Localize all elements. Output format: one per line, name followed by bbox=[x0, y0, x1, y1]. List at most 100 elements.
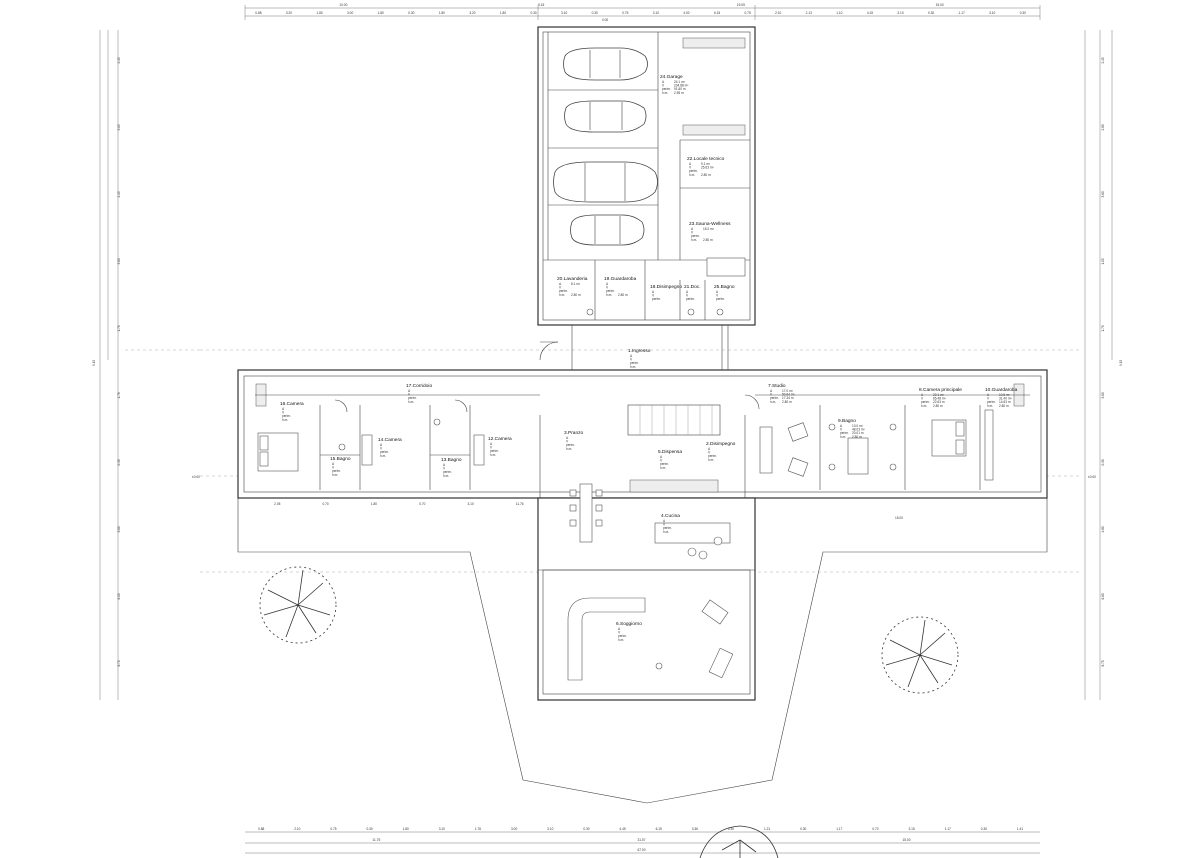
dimension-lines-bottom bbox=[245, 831, 1040, 854]
dim-left-side: 1.70 bbox=[117, 325, 121, 331]
studio-furniture bbox=[759, 422, 809, 477]
dim-right-side: 1.70 bbox=[1101, 325, 1105, 331]
room-attr-label: A bbox=[660, 455, 663, 459]
room-name: 16.Camera bbox=[280, 401, 304, 407]
room-name: 14.Camera bbox=[378, 437, 402, 443]
room-attr-label: V bbox=[559, 286, 562, 290]
room-attr-label: perim. bbox=[686, 297, 695, 301]
room-attr-value: 65.48 m³ bbox=[933, 397, 946, 401]
room-attr-label: perim. bbox=[443, 470, 452, 474]
dim-left-side: 2.15 bbox=[117, 191, 121, 197]
room-attr-value: 2.80 m bbox=[852, 435, 862, 439]
room-attr-value: 50.64 m³ bbox=[782, 393, 795, 397]
room-name: 15.Bagno bbox=[330, 456, 351, 462]
room-attr-label: perim. bbox=[840, 431, 849, 435]
room-attr-label: h.m. bbox=[630, 365, 636, 369]
room-attr-label: A bbox=[708, 447, 711, 451]
room-name: 19.Guardaroba bbox=[604, 276, 637, 282]
room-attr-label: V bbox=[770, 393, 773, 397]
room-name: 4.Cucina bbox=[661, 513, 680, 519]
room-attr-value: 22.1 m² bbox=[933, 393, 944, 397]
room-attr-label: V bbox=[380, 447, 383, 451]
dim-wing-left: 3.10 bbox=[468, 502, 474, 506]
dim-right-side: 6.80 bbox=[1101, 593, 1105, 599]
room-attr-label: perim. bbox=[606, 289, 615, 293]
room-attr-label: perim. bbox=[660, 462, 669, 466]
room-attr-label: V bbox=[716, 294, 719, 298]
dim-left-total: 9.15 bbox=[92, 360, 96, 366]
room-attr-label: perim. bbox=[708, 454, 717, 458]
room-attr-label: h.m. bbox=[559, 293, 565, 297]
dim-wing-left: 2.05 bbox=[274, 502, 280, 506]
dim-top-overall: 10.00 bbox=[339, 3, 347, 7]
dim-wing-left: 0.70 bbox=[419, 502, 425, 506]
dim-bottom-sub: 15.00 bbox=[903, 838, 911, 842]
bed-camera-14 bbox=[361, 434, 373, 466]
room-attr-value: 2.80 m bbox=[618, 293, 628, 297]
dim-top-overall: 19.05 bbox=[737, 3, 745, 7]
room-attr-label: V bbox=[652, 294, 655, 298]
room-attr-label: perim. bbox=[618, 634, 627, 638]
room-attr-value: 17.0 m² bbox=[782, 389, 793, 393]
dim-right-side: 8.70 bbox=[1101, 660, 1105, 666]
dim-bottom-detail: 3.15 bbox=[909, 827, 915, 831]
room-attr-value: 2.80 m bbox=[571, 293, 581, 297]
dim-top-detail: 2.13 bbox=[806, 11, 812, 15]
entry-passage bbox=[539, 325, 729, 375]
room-attr-label: perim. bbox=[380, 450, 389, 454]
bed-camera-16 bbox=[257, 432, 299, 472]
dim-wing-left: 1.80 bbox=[371, 502, 377, 506]
dim-top-detail: 1.80 bbox=[378, 11, 384, 15]
dim-top-detail: 3.10 bbox=[653, 11, 659, 15]
dim-bottom-detail: 1.21 bbox=[764, 827, 770, 831]
dim-top-detail: 1.17 bbox=[959, 11, 965, 15]
room-attr-label: A bbox=[663, 519, 666, 523]
tree-left bbox=[259, 566, 337, 644]
room-name: 22.Locale tecnico bbox=[687, 156, 725, 162]
room-attr-label: A bbox=[443, 463, 446, 467]
room-attr-label: perim. bbox=[987, 400, 996, 404]
room-name: 18.Disimpegno bbox=[650, 284, 682, 290]
room-attr-label: A bbox=[921, 393, 924, 397]
room-name: 25.Bagno bbox=[714, 284, 735, 290]
room-attr-label: A bbox=[606, 282, 609, 286]
dim-right-side: 2.80 bbox=[1101, 124, 1105, 130]
room-attr-label: h.m. bbox=[490, 453, 496, 457]
room-attr-value: 2.80 m bbox=[933, 404, 943, 408]
tree-bottom bbox=[699, 825, 779, 858]
room-attr-label: perim. bbox=[566, 443, 575, 447]
room-attr-label: h.m. bbox=[566, 447, 572, 451]
room-attr-label: A bbox=[408, 389, 411, 393]
dim-wing-right: 15.00 bbox=[895, 516, 903, 520]
room-attr-label: V bbox=[606, 286, 609, 290]
room-name: 20.Lavanderia bbox=[557, 276, 588, 282]
room-attr-label: perim. bbox=[652, 297, 661, 301]
bed-camera-12 bbox=[473, 434, 485, 466]
room-attr-label: V bbox=[689, 166, 692, 170]
dim-top-detail: 3.20 bbox=[469, 11, 475, 15]
room-attr-label: A bbox=[282, 407, 285, 411]
dim-top-detail: 3.10 bbox=[989, 11, 995, 15]
dim-bottom-detail: 0.30 bbox=[728, 827, 734, 831]
dim-bottom-detail: 1.80 bbox=[403, 827, 409, 831]
dim-left-side: 3.60 bbox=[117, 258, 121, 264]
bathroom-fixtures bbox=[338, 308, 994, 481]
dim-bottom-detail: 4.45 bbox=[619, 827, 625, 831]
room-attr-label: perim. bbox=[559, 289, 568, 293]
room-attr-value: 2.95 m bbox=[674, 91, 684, 95]
dim-bottom-detail: 0.30 bbox=[800, 827, 806, 831]
room-name: 8.Camera principale bbox=[919, 387, 962, 393]
site-outline bbox=[237, 498, 1048, 804]
room-attr-label: A bbox=[559, 282, 562, 286]
